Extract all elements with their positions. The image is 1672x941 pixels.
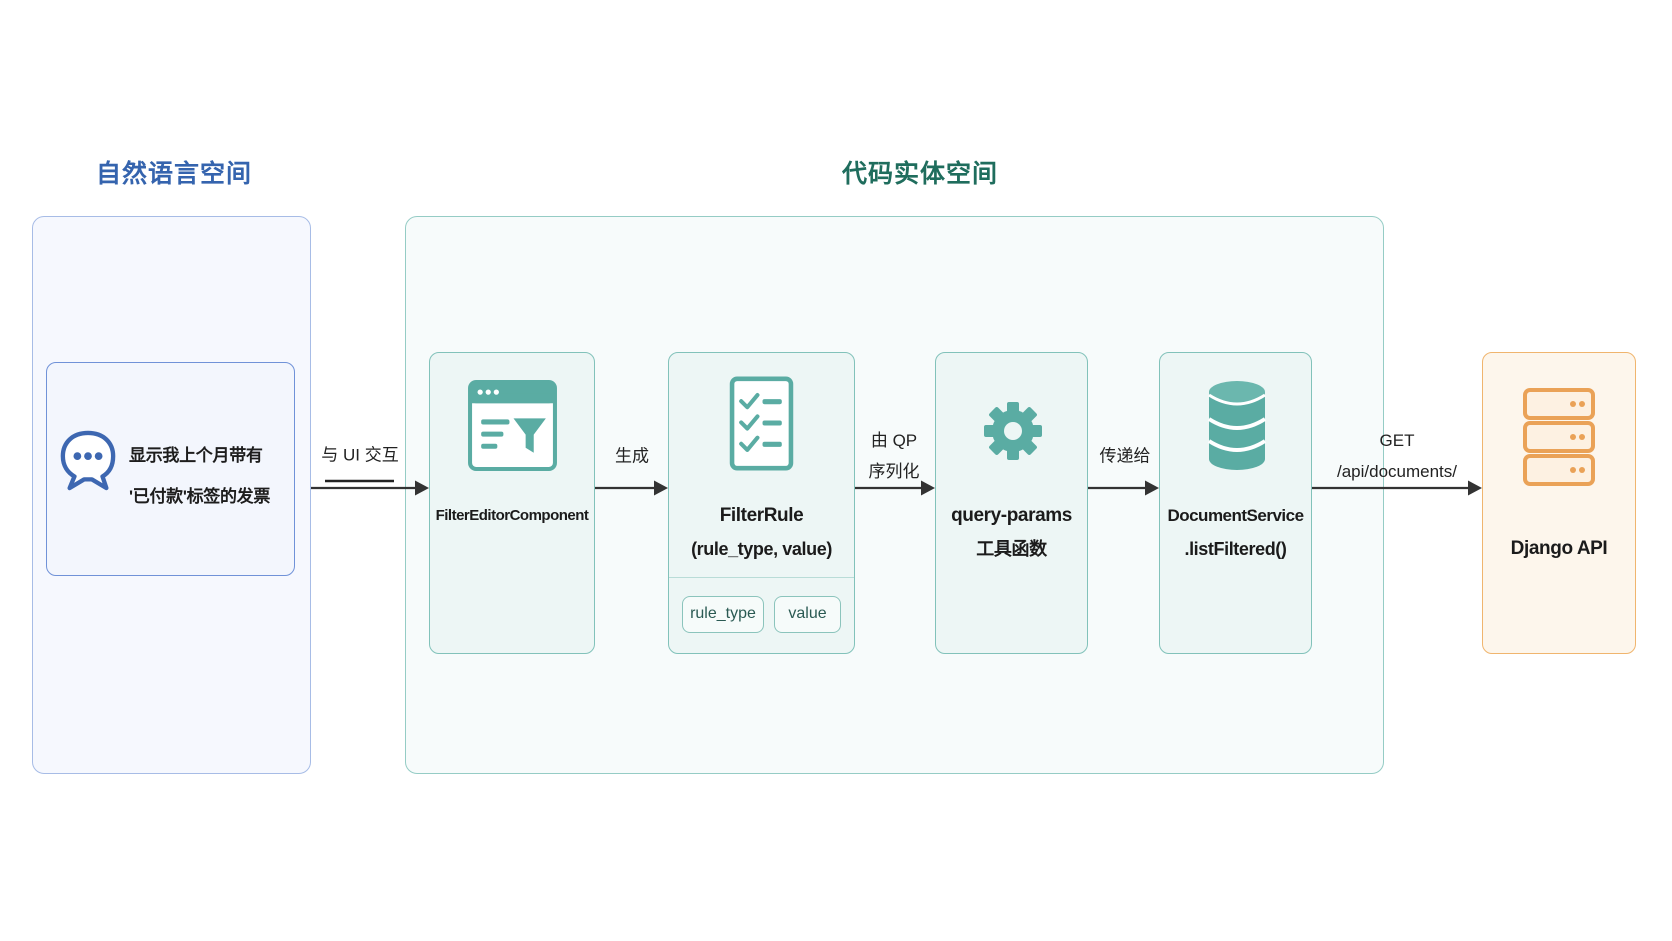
user-query-card: 显示我上个月带有 '已付款'标签的发票 xyxy=(46,362,295,576)
edge-label-line: 序列化 xyxy=(868,462,920,481)
edge-label-line: /api/documents/ xyxy=(1336,462,1458,481)
filter-rule-title: FilterRule xyxy=(719,505,804,526)
edge-label-pass-to: 传递给 xyxy=(1100,441,1151,472)
query-params-subtitle: 工具函数 xyxy=(976,539,1047,559)
document-service-title: DocumentService xyxy=(1167,506,1304,525)
filter-editor-component-node: FilterEditorComponent xyxy=(429,352,595,654)
document-service-node: DocumentService .listFiltered() xyxy=(1159,352,1312,654)
server-icon xyxy=(1523,388,1595,486)
edge-label-generate: 生成 xyxy=(615,441,649,472)
gear-icon xyxy=(984,402,1042,460)
edge-label-line: 与 UI 交互 xyxy=(321,445,399,465)
field-chip-value: value xyxy=(774,596,841,633)
database-icon xyxy=(1207,381,1267,470)
edge-label-line: GET xyxy=(1379,431,1415,450)
code-entity-space-title: 代码实体空间 xyxy=(841,160,999,188)
edge-label-line: 生成 xyxy=(615,446,649,466)
checklist-icon xyxy=(729,376,794,471)
edge-label-line: 由 QP xyxy=(870,431,918,450)
field-chip-rule-type: rule_type xyxy=(682,596,764,633)
query-params-node: query-params 工具函数 xyxy=(935,352,1088,654)
natural-language-space-title: 自然语言空间 xyxy=(95,160,253,188)
django-api-label: Django API xyxy=(1510,538,1608,559)
edge-label-serialize: 由 QP 序列化 xyxy=(869,425,920,487)
filter-rule-signature: (rule_type, value) xyxy=(691,539,832,559)
edge-label-line: 传递给 xyxy=(1099,446,1151,466)
django-api-node: Django API xyxy=(1482,352,1636,654)
edge-label-ui-interaction: 与 UI 交互 xyxy=(321,440,398,471)
filter-editor-component-label: FilterEditorComponent xyxy=(435,507,589,524)
query-text-line-2: '已付款'标签的发票 xyxy=(129,487,271,506)
query-params-title: query-params xyxy=(951,505,1072,526)
edge-label-get-request: GET /api/documents/ xyxy=(1337,425,1457,487)
filter-window-icon xyxy=(468,380,557,471)
document-service-method: .listFiltered() xyxy=(1184,539,1287,559)
filter-rule-node: FilterRule (rule_type, value) rule_type … xyxy=(668,352,855,654)
chat-bubble-icon xyxy=(60,430,116,491)
filter-rule-divider xyxy=(669,577,854,578)
query-text-line-1: 显示我上个月带有 xyxy=(129,446,263,465)
